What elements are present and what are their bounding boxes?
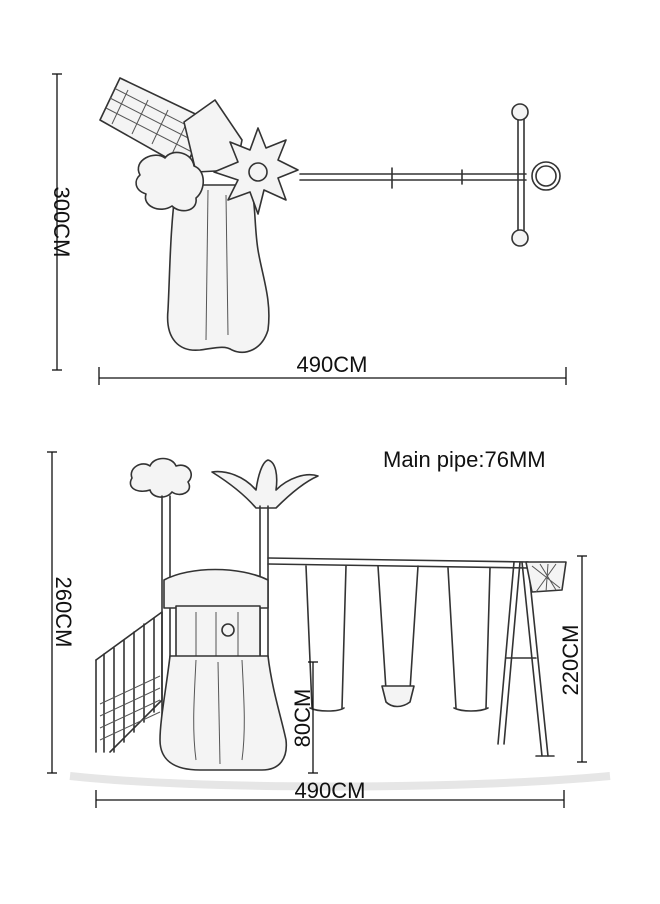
top-slide-outline <box>166 184 270 354</box>
seat-height-dimension: 80CM <box>290 661 318 774</box>
top-width-dimension: 490CM <box>98 352 567 385</box>
top-stairs <box>99 77 209 169</box>
side-swing-frame <box>267 557 555 757</box>
top-tree-canopy <box>135 151 205 212</box>
side-stairs <box>95 611 163 753</box>
top-swing-beam <box>299 103 561 247</box>
swing-height-label: 220CM <box>558 625 583 696</box>
side-basketball-hoop <box>525 561 567 593</box>
top-flower-canopy <box>213 127 299 215</box>
top-height-dimension: 300CM <box>49 73 74 371</box>
side-swing-3 <box>447 567 491 712</box>
top-width-label: 490CM <box>297 352 368 377</box>
swing-height-dimension: 220CM <box>558 555 587 763</box>
top-view: 300CM <box>49 73 567 385</box>
side-width-dimension: 490CM <box>95 778 565 808</box>
top-height-label: 300CM <box>49 187 74 258</box>
seat-height-label: 80CM <box>290 689 315 748</box>
side-height-dimension: 260CM <box>47 451 76 774</box>
ground-shadow <box>69 772 611 791</box>
side-swing-1 <box>305 565 347 712</box>
side-width-label: 490CM <box>295 778 366 803</box>
main-pipe-note: Main pipe:76MM <box>383 447 546 472</box>
side-deck <box>163 568 269 667</box>
side-height-label: 260CM <box>51 577 76 648</box>
side-slide <box>159 655 288 771</box>
side-swing-2 <box>377 565 419 708</box>
side-view: Main pipe:76MM 260CM <box>47 447 611 808</box>
